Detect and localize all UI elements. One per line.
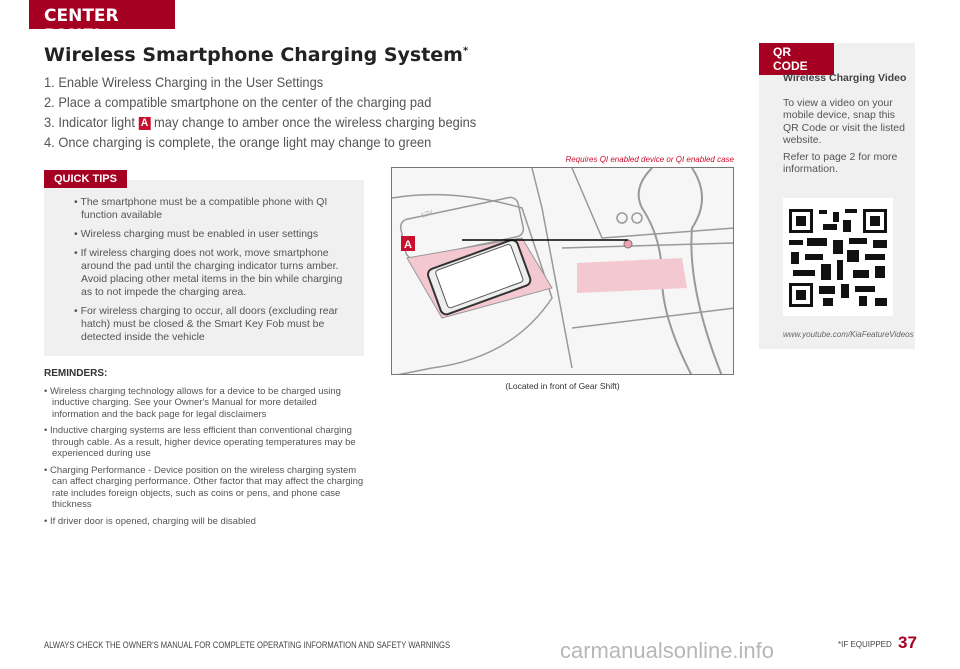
step-3-rest: may change to amber once the wireless ch… (150, 114, 477, 130)
qr-code-icon (789, 209, 887, 307)
12v-label: 12V (420, 209, 434, 220)
title-text: Wireless Smartphone Charging System (44, 44, 463, 66)
step-4: 4. Once charging is complete, the orange… (44, 134, 432, 150)
tip: • The smartphone must be a compatible ph… (74, 196, 328, 221)
steps-list: 1. Enable Wireless Charging in the User … (44, 72, 476, 152)
image-caption: (Located in front of Gear Shift) (505, 381, 620, 391)
reminder: • Inductive charging systems are less ef… (44, 425, 356, 459)
step-2: 2. Place a compatible smartphone on the … (44, 94, 432, 110)
charging-pad-illustration: A 12V (391, 167, 734, 375)
page-number: 37 (898, 633, 917, 652)
qr-label: QR CODE (759, 43, 834, 75)
step-3-text: 3. Indicator light (44, 114, 135, 130)
console-drawing: A 12V (392, 168, 733, 374)
if-equipped-note: *IF EQUIPPED (838, 640, 892, 649)
qr-text: Wireless Charging Video To view a video … (783, 72, 913, 180)
title-asterisk: * (462, 45, 469, 57)
requirement-note: Requires QI enabled device or QI enabled… (565, 155, 734, 164)
qr-refer: Refer to page 2 for more information. (783, 150, 898, 176)
page-title: Wireless Smartphone Charging System* (44, 44, 468, 66)
left-column: QUICK TIPS • The smartphone must be a co… (44, 170, 364, 532)
qr-code[interactable] (783, 198, 893, 316)
quick-tips-label: QUICK TIPS (44, 170, 127, 188)
reminder: • Charging Performance - Device position… (44, 464, 364, 511)
reminder: • If driver door is opened, charging wil… (44, 515, 256, 527)
section-tab: CENTER PANEL (29, 0, 175, 46)
qr-url-link[interactable]: www.youtube.com/KiaFeatureVideos (783, 330, 914, 339)
reminder: • Wireless charging technology allows fo… (44, 385, 341, 420)
step-1: 1. Enable Wireless Charging in the User … (44, 74, 324, 90)
quick-tips-box: • The smartphone must be a compatible ph… (44, 180, 364, 356)
step-3: 3. Indicator light A may change to amber… (44, 112, 476, 132)
tip: • If wireless charging does not work, mo… (74, 247, 343, 298)
image-callout-a: A (404, 239, 412, 251)
watermark: carmanualsonline.info (560, 638, 775, 663)
callout-a-badge: A (138, 117, 151, 130)
reminders-title: REMINDERS: (44, 368, 108, 379)
footer-warning: ALWAYS CHECK THE OWNER'S MANUAL FOR COMP… (44, 640, 451, 650)
qr-title: Wireless Charging Video (783, 72, 907, 84)
tip: • For wireless charging to occur, all do… (74, 305, 338, 343)
tip: • Wireless charging must be enabled in u… (74, 228, 319, 240)
qr-description: To view a video on your mobile device, s… (783, 96, 905, 147)
reminders: REMINDERS: • Wireless charging technolog… (44, 368, 364, 532)
